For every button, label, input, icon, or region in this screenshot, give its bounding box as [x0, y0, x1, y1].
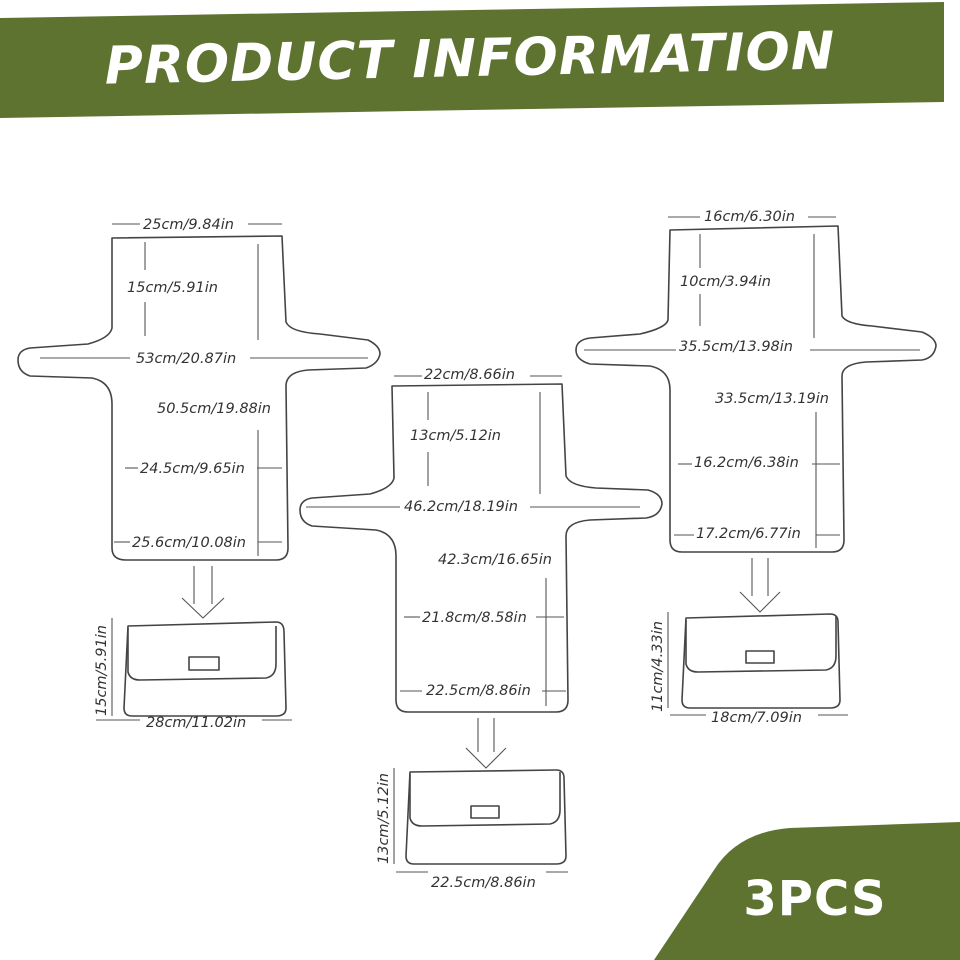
quantity-badge-label: 3PCS	[743, 871, 887, 927]
header-banner	[0, 2, 944, 118]
right-bottom-width-label: 17.2cm/6.77in	[696, 526, 801, 542]
piece-right: 16cm/6.30in 10cm/3.94in 35.5cm/13.98in 3…	[575, 209, 937, 726]
middle-pouch: 22.5cm/8.86in 13cm/5.12in	[376, 768, 568, 891]
middle-pouch-height-label: 13cm/5.12in	[376, 773, 392, 864]
left-arm-span-label: 53cm/20.87in	[136, 351, 236, 367]
left-neck-height-label: 15cm/5.91in	[127, 280, 218, 296]
piece-left: 25cm/9.84in 15cm/5.91in 53cm/20.87in 50.…	[17, 217, 381, 731]
piece-middle: 22cm/8.66in 13cm/5.12in 46.2cm/18.19in 4…	[299, 367, 663, 891]
piece-middle-outline	[299, 383, 663, 713]
right-down-arrow	[739, 558, 781, 613]
right-waist-width-label: 16.2cm/6.38in	[694, 455, 799, 471]
left-bottom-width-label: 25.6cm/10.08in	[132, 535, 246, 551]
piece-left-outline	[17, 235, 381, 561]
left-top-width-label: 25cm/9.84in	[143, 217, 234, 233]
middle-bottom-width-label: 22.5cm/8.86in	[426, 683, 531, 699]
piece-right-outline	[575, 225, 937, 553]
right-arm-span-label: 35.5cm/13.98in	[679, 339, 793, 355]
right-top-width-label: 16cm/6.30in	[704, 209, 795, 225]
middle-down-arrow	[465, 718, 507, 769]
left-pouch-width-label: 28cm/11.02in	[146, 715, 246, 731]
right-pouch-width-label: 18cm/7.09in	[711, 710, 802, 726]
right-pouch: 18cm/7.09in 11cm/4.33in	[650, 612, 848, 726]
left-pouch-height-label: 15cm/5.91in	[94, 625, 110, 716]
middle-waist-width-label: 21.8cm/8.58in	[422, 610, 527, 626]
left-waist-width-label: 24.5cm/9.65in	[140, 461, 245, 477]
middle-top-width-label: 22cm/8.66in	[424, 367, 515, 383]
middle-body-height-label: 42.3cm/16.65in	[438, 552, 552, 568]
quantity-badge	[654, 822, 960, 960]
right-body-height-label: 33.5cm/13.19in	[715, 391, 829, 407]
left-down-arrow	[181, 566, 225, 619]
left-pouch: 28cm/11.02in 15cm/5.91in	[94, 618, 292, 731]
right-pouch-height-label: 11cm/4.33in	[650, 621, 666, 712]
middle-pouch-width-label: 22.5cm/8.86in	[431, 875, 536, 891]
right-neck-height-label: 10cm/3.94in	[680, 274, 771, 290]
middle-arm-span-label: 46.2cm/18.19in	[404, 499, 518, 515]
left-body-height-label: 50.5cm/19.88in	[157, 401, 271, 417]
middle-neck-height-label: 13cm/5.12in	[410, 428, 501, 444]
